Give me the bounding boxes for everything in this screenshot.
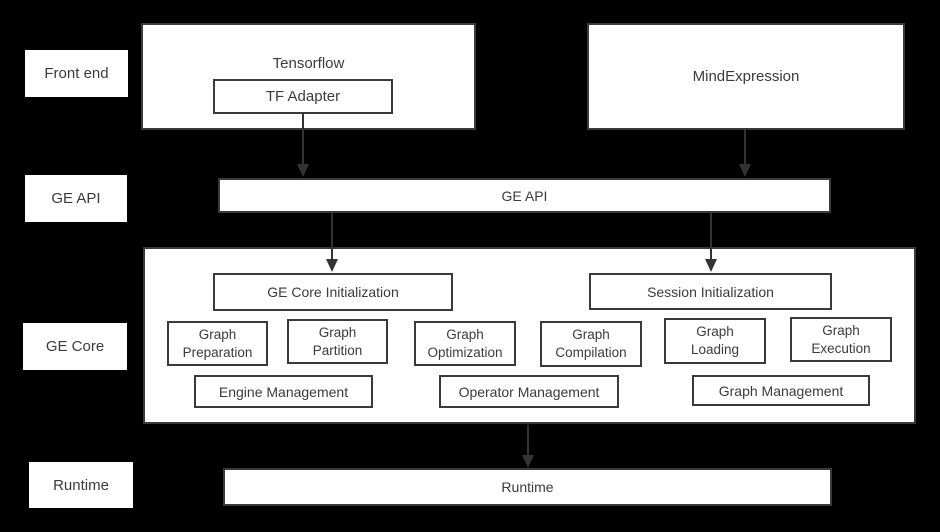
graph-loading-box: Graph Loading (664, 318, 766, 364)
row-label-front-end: Front end (25, 50, 128, 97)
arrow-shaft (302, 114, 304, 164)
graph-preparation-box: Graph Preparation (167, 321, 268, 366)
engine-management-box: Engine Management (194, 375, 373, 408)
mindexpression-label: MindExpression (692, 68, 800, 85)
arrow-shaft (527, 425, 529, 455)
graph-compilation-box: Graph Compilation (540, 321, 642, 367)
arrow-shaft (744, 130, 746, 164)
tensorflow-box: Tensorflow TF Adapter (141, 23, 476, 130)
graph-optimization-box: Graph Optimization (414, 321, 516, 366)
tf-adapter-label: TF Adapter (265, 88, 341, 105)
graph-execution-box: Graph Execution (790, 317, 892, 362)
ge-core-initialization-box: GE Core Initialization (213, 273, 453, 311)
arrow-ge-core-to-runtime (522, 425, 534, 468)
arrow-head-icon (522, 455, 534, 468)
runtime-bar-label: Runtime (501, 479, 554, 495)
row-label-ge-core: GE Core (23, 323, 127, 370)
mindexpression-box: MindExpression (587, 23, 905, 130)
arrow-head-icon (705, 259, 717, 272)
tf-adapter-box: TF Adapter (213, 79, 393, 114)
arrow-ge-api-to-session-initialization (705, 213, 717, 272)
arrow-tf-adapter-to-ge-api (297, 114, 309, 177)
arrow-shaft (331, 213, 333, 259)
row-label-ge-api: GE API (25, 175, 127, 222)
graph-management-box: Graph Management (692, 375, 870, 406)
graph-partition-box: Graph Partition (287, 319, 388, 364)
session-initialization-box: Session Initialization (589, 273, 832, 310)
arrow-shaft (710, 213, 712, 259)
arrow-head-icon (739, 164, 751, 177)
ge-core-box: GE Core Initialization Session Initializ… (143, 247, 916, 424)
arrow-mindexpression-to-ge-api (739, 130, 751, 177)
arrow-head-icon (297, 164, 309, 177)
ge-api-bar: GE API (218, 178, 831, 213)
arrow-head-icon (326, 259, 338, 272)
runtime-bar: Runtime (223, 468, 832, 506)
arrow-ge-api-to-ge-core-initialization (326, 213, 338, 272)
operator-management-box: Operator Management (439, 375, 619, 408)
row-label-runtime: Runtime (29, 462, 133, 508)
ge-api-bar-label: GE API (501, 187, 548, 204)
tensorflow-label: Tensorflow (272, 55, 345, 72)
